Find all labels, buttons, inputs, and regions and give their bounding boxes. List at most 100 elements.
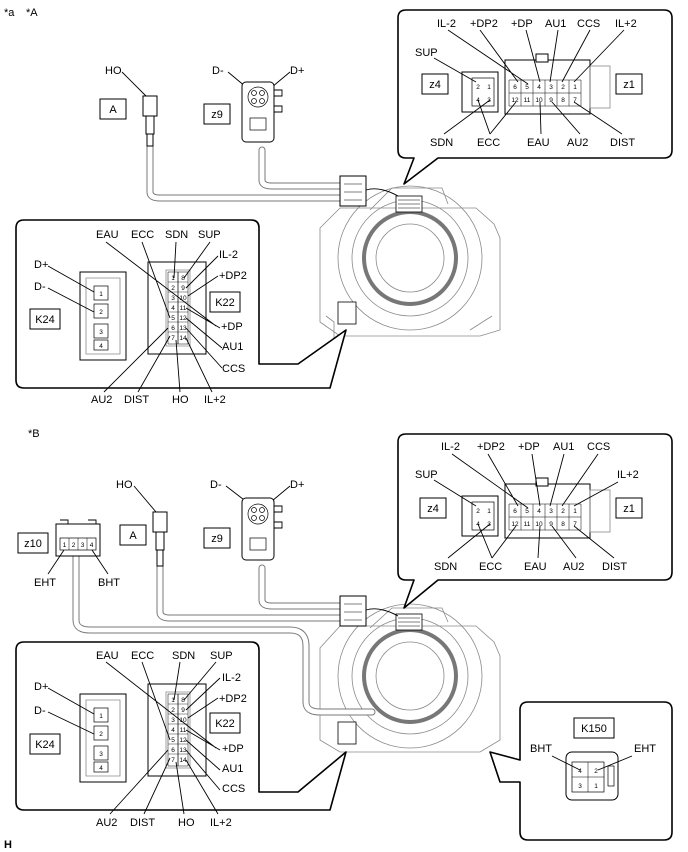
pin-label-sup-b: SUP (415, 469, 438, 481)
z9-label: z9 (211, 109, 223, 121)
pin-label-ccs-b: CCS (587, 441, 610, 453)
k22-pin-11: 11 (180, 305, 187, 312)
callout-left-a: EAU ECC SDN SUP IL-2 +DP2 +DP AU1 CCS D+… (15, 219, 347, 406)
z1-pin-9: 9 (549, 97, 553, 104)
z1-pin-3: 3 (549, 84, 553, 91)
k150-pin-4: 4 (578, 768, 582, 775)
k22-pin-10: 10 (179, 295, 187, 302)
z1-pin-8: 8 (561, 97, 565, 104)
z4-box-b (419, 497, 447, 519)
connector-a-label: A (109, 104, 117, 116)
z1-pin-1-b: 1 (573, 508, 577, 515)
harness-connector-b (339, 595, 367, 627)
k22-label-il-plus-2-b: IL+2 (210, 817, 232, 829)
z9-box-b (203, 527, 231, 549)
k22-label-ccs-b: CCS (222, 783, 245, 795)
z4-pin-1-b: 1 (487, 508, 491, 515)
z1-pin-6: 6 (513, 84, 517, 91)
pin-label-dist: DIST (610, 137, 635, 149)
k22-label-sup: SUP (198, 229, 221, 241)
z10-pin-3: 3 (81, 542, 85, 549)
z1-pin-10: 10 (535, 97, 543, 104)
pin-label-dp2: +DP2 (470, 18, 498, 30)
k22-pin-8-b: 8 (181, 697, 185, 704)
z1-pin-1: 1 (573, 84, 577, 91)
k22-pin-9-b: 9 (181, 707, 185, 714)
callout-left-b: EAU ECC SDN SUP IL-2 +DP2 +DP AU1 CCS D+… (15, 641, 347, 829)
pin-label-dp2-b: +DP2 (477, 441, 505, 453)
k22-pin-6-b: 6 (171, 747, 175, 754)
k22-label-il-2: IL-2 (219, 249, 238, 261)
k22-label-au1-b: AU1 (222, 763, 243, 775)
k22-label-dp-b: +DP (222, 743, 244, 755)
k22-pin-2-b: 2 (171, 707, 175, 714)
pin-label-ccs: CCS (577, 18, 600, 30)
z10-label: z10 (24, 538, 42, 550)
k24-label: K24 (35, 314, 55, 326)
k24-box (29, 308, 61, 330)
k150-pin-1: 1 (594, 783, 598, 790)
spiral-cable-b (319, 603, 501, 753)
z1-pin-2: 2 (561, 84, 565, 91)
z1-box-b (615, 497, 643, 519)
pin-label-il-plus-2: IL+2 (615, 18, 637, 30)
z1-pin-2-b: 2 (561, 508, 565, 515)
k24-label-d-plus-b: D+ (34, 681, 48, 693)
k22-label-au2-b: AU2 (96, 817, 117, 829)
k24-pin-3-b: 3 (99, 751, 103, 758)
k22-pin-3: 3 (171, 295, 175, 302)
z1-pin-grid: 6 5 4 3 2 1 12 11 10 9 8 7 (508, 79, 582, 107)
pin-label-dp-b: +DP (518, 441, 540, 453)
pin-label-ecc-b: ECC (479, 561, 502, 573)
k22-label-eau-b: EAU (96, 650, 119, 662)
k22-pin-2: 2 (171, 285, 175, 292)
k22-pin-8: 8 (181, 275, 185, 282)
k22-connector-b: 1 2 3 4 5 6 7 8 9 10 11 12 13 14 (147, 683, 207, 777)
ho-connector-b (152, 511, 168, 567)
z1-pin-4-b: 4 (537, 508, 541, 515)
section-b-label: *B (28, 428, 40, 440)
k22-pin-1: 1 (171, 275, 175, 282)
k24-pin-4-b: 4 (99, 765, 103, 772)
k22-pin-14: 14 (179, 335, 187, 342)
z4-pin-2: 2 (476, 84, 480, 91)
section-b: z10 1 2 3 4 EHT BHT HO A D- D+ (15, 433, 673, 841)
k22-label-au2: AU2 (91, 394, 112, 406)
k22-label-ho: HO (172, 394, 189, 406)
z9-label-b: z9 (211, 533, 223, 545)
callout-top-b: IL-2 +DP2 +DP AU1 CCS IL+2 SUP SDN ECC E… (397, 433, 673, 609)
section-a-label: *A (26, 7, 38, 19)
k22-pin-5-b: 5 (171, 737, 175, 744)
k22-pin-10-b: 10 (179, 717, 187, 724)
z10-connector: 1 2 3 4 (55, 519, 101, 557)
k22-label-au1: AU1 (222, 341, 243, 353)
pin-label-au2: AU2 (567, 137, 588, 149)
ho-label: HO (105, 65, 122, 77)
z4-label: z4 (429, 79, 441, 91)
k22-pin-1-b: 1 (171, 697, 175, 704)
k22-pin-9: 9 (181, 285, 185, 292)
z4-box (421, 73, 449, 95)
k22-box-b (209, 712, 241, 734)
z1-box (615, 73, 643, 95)
z1-connector (504, 59, 591, 115)
connector-a-label-b: A (129, 530, 137, 542)
k150-label-bht: BHT (530, 743, 552, 755)
k24-box-b (29, 733, 61, 755)
k22-label-eau: EAU (96, 229, 119, 241)
z1-pin-4: 4 (537, 84, 541, 91)
z1-pin-7-b: 7 (573, 521, 577, 528)
z1-pin-grid-b: 6 5 4 3 2 1 12 11 10 9 8 7 (508, 503, 582, 531)
pin-label-dist-b: DIST (602, 561, 627, 573)
pin-label-il-2: IL-2 (437, 18, 456, 30)
z1-pin-10-b: 10 (535, 521, 543, 528)
k150-label: K150 (581, 723, 607, 735)
callout-right-b: K150 BHT EHT 4 2 3 1 (489, 701, 673, 841)
k22-pin-5: 5 (171, 315, 175, 322)
z1-pin-11-b: 11 (524, 521, 531, 528)
k22-pin-7-b: 7 (171, 757, 175, 764)
k22-pin-6: 6 (171, 325, 175, 332)
k22-label-dp: +DP (221, 321, 243, 333)
k22-pin-4: 4 (171, 305, 175, 312)
